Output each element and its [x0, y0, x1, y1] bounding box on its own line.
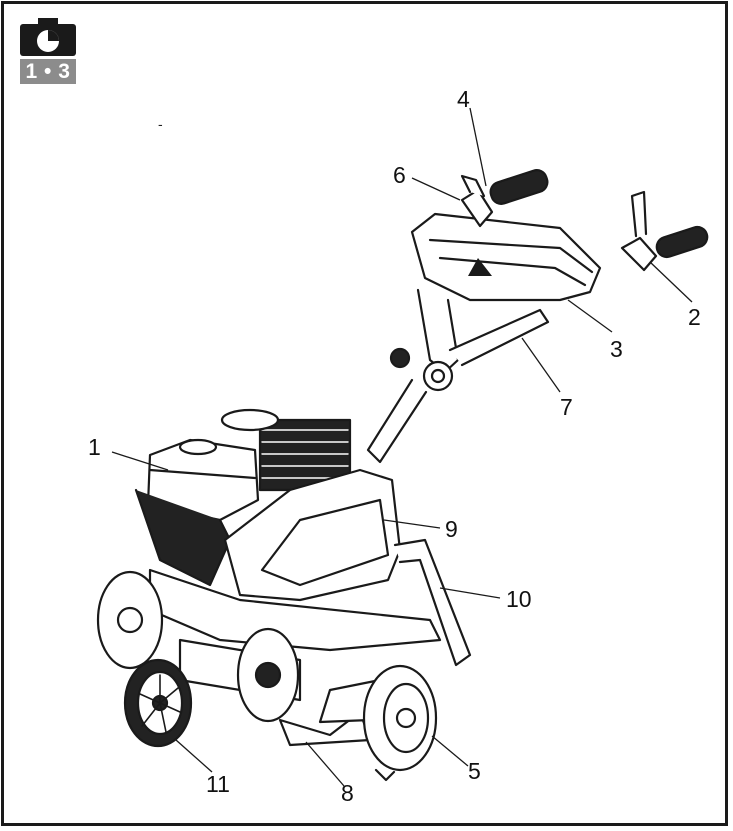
figure-badge: 1 • 3 [20, 18, 76, 86]
page-ref-label: 1 • 3 [20, 59, 76, 84]
handlebar [410, 212, 602, 302]
callout-3: 3 [610, 336, 623, 362]
callout-5: 5 [468, 758, 481, 784]
callout-1: 1 [88, 434, 101, 460]
stray-mark: - [158, 116, 163, 132]
guard-bar [393, 538, 472, 667]
left-disc [96, 570, 164, 670]
right-grip [620, 190, 709, 272]
camera-icon [20, 18, 76, 56]
callout-6: 6 [393, 162, 406, 188]
right-wheel [362, 664, 438, 782]
cover [223, 468, 402, 602]
left-grip [460, 169, 549, 228]
callout-11: 11 [206, 771, 230, 797]
callout-9: 9 [445, 516, 458, 542]
center-tines [236, 627, 382, 747]
callout-4: 4 [457, 86, 470, 112]
callout-8: 8 [341, 780, 354, 806]
handle-column [366, 288, 550, 464]
callout-10: 10 [506, 586, 532, 612]
front-wheel [123, 658, 193, 748]
callout-2: 2 [688, 304, 701, 330]
callout-7: 7 [560, 394, 573, 420]
